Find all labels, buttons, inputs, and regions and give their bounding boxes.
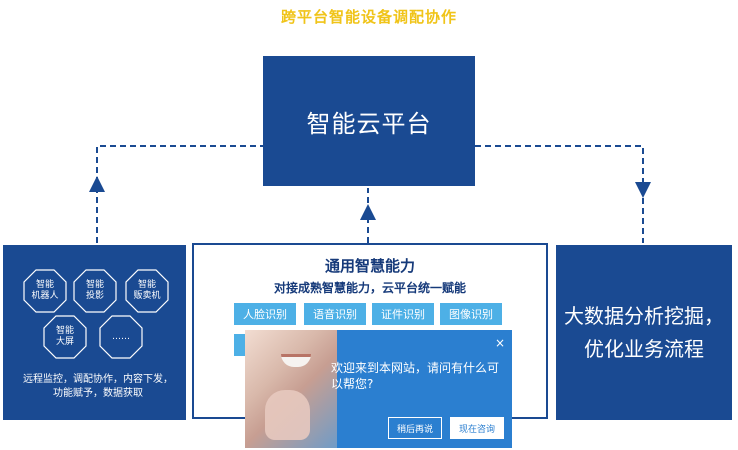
device-octagon-vending: 智能贩卖机 (125, 269, 169, 313)
device-label: 智能 (85, 280, 104, 290)
page-title: 跨平台智能设备调配协作 (280, 8, 457, 26)
capabilities-subtitle: 对接成熟智慧能力，云平台统一赋能 (273, 281, 466, 295)
devices-box: 智能机器人 智能投影 智能贩卖机 智能大屏 …… 远程监控，调配协作，内容下发，… (3, 245, 186, 420)
bigdata-box: 大数据分析挖掘， 优化业务流程 (556, 245, 732, 420)
chat-popup: × 欢迎来到本网站，请问有什么可以帮您? 稍后再说 现在咨询 (245, 330, 512, 448)
consult-now-button[interactable]: 现在咨询 (450, 417, 504, 439)
popup-photo (245, 330, 337, 448)
device-label: 投影 (85, 291, 104, 301)
device-octagon-robot: 智能机器人 (23, 269, 67, 313)
capabilities-title: 通用智慧能力 (324, 257, 415, 275)
devices-caption-line2: 功能赋予，数据获取 (53, 388, 143, 399)
device-label: 大屏 (55, 337, 74, 347)
chip-id-recognition: 证件识别 (372, 303, 434, 325)
bigdata-line2: 优化业务流程 (584, 336, 704, 361)
device-octagon-projector: 智能投影 (73, 269, 117, 313)
popup-message: 欢迎来到本网站，请问有什么可以帮您? (331, 361, 500, 391)
cloud-platform-box: 智能云平台 (263, 56, 475, 186)
hand-graphic (265, 390, 310, 440)
cloud-platform-label: 智能云平台 (306, 109, 432, 138)
device-label: 贩卖机 (133, 291, 161, 301)
bigdata-line1: 大数据分析挖掘， (564, 303, 724, 328)
smile-graphic (281, 354, 311, 367)
device-octagon-more: …… (99, 315, 143, 359)
device-label: 智能 (55, 326, 74, 336)
device-label: 智能 (137, 280, 156, 290)
device-label: 机器人 (31, 291, 59, 301)
device-label: …… (112, 331, 130, 342)
devices-caption-line1: 远程监控，调配协作，内容下发， (23, 374, 173, 385)
chip-voice-recognition: 语音识别 (304, 303, 366, 325)
devices-caption: 远程监控，调配协作，内容下发， 功能赋予，数据获取 (13, 373, 183, 401)
chip-face-recognition: 人脸识别 (234, 303, 296, 325)
device-octagon-screen: 智能大屏 (43, 315, 87, 359)
device-label: 智能 (35, 280, 54, 290)
close-icon[interactable]: × (494, 336, 505, 350)
later-button[interactable]: 稍后再说 (388, 417, 442, 439)
chip-image-recognition: 图像识别 (440, 303, 502, 325)
